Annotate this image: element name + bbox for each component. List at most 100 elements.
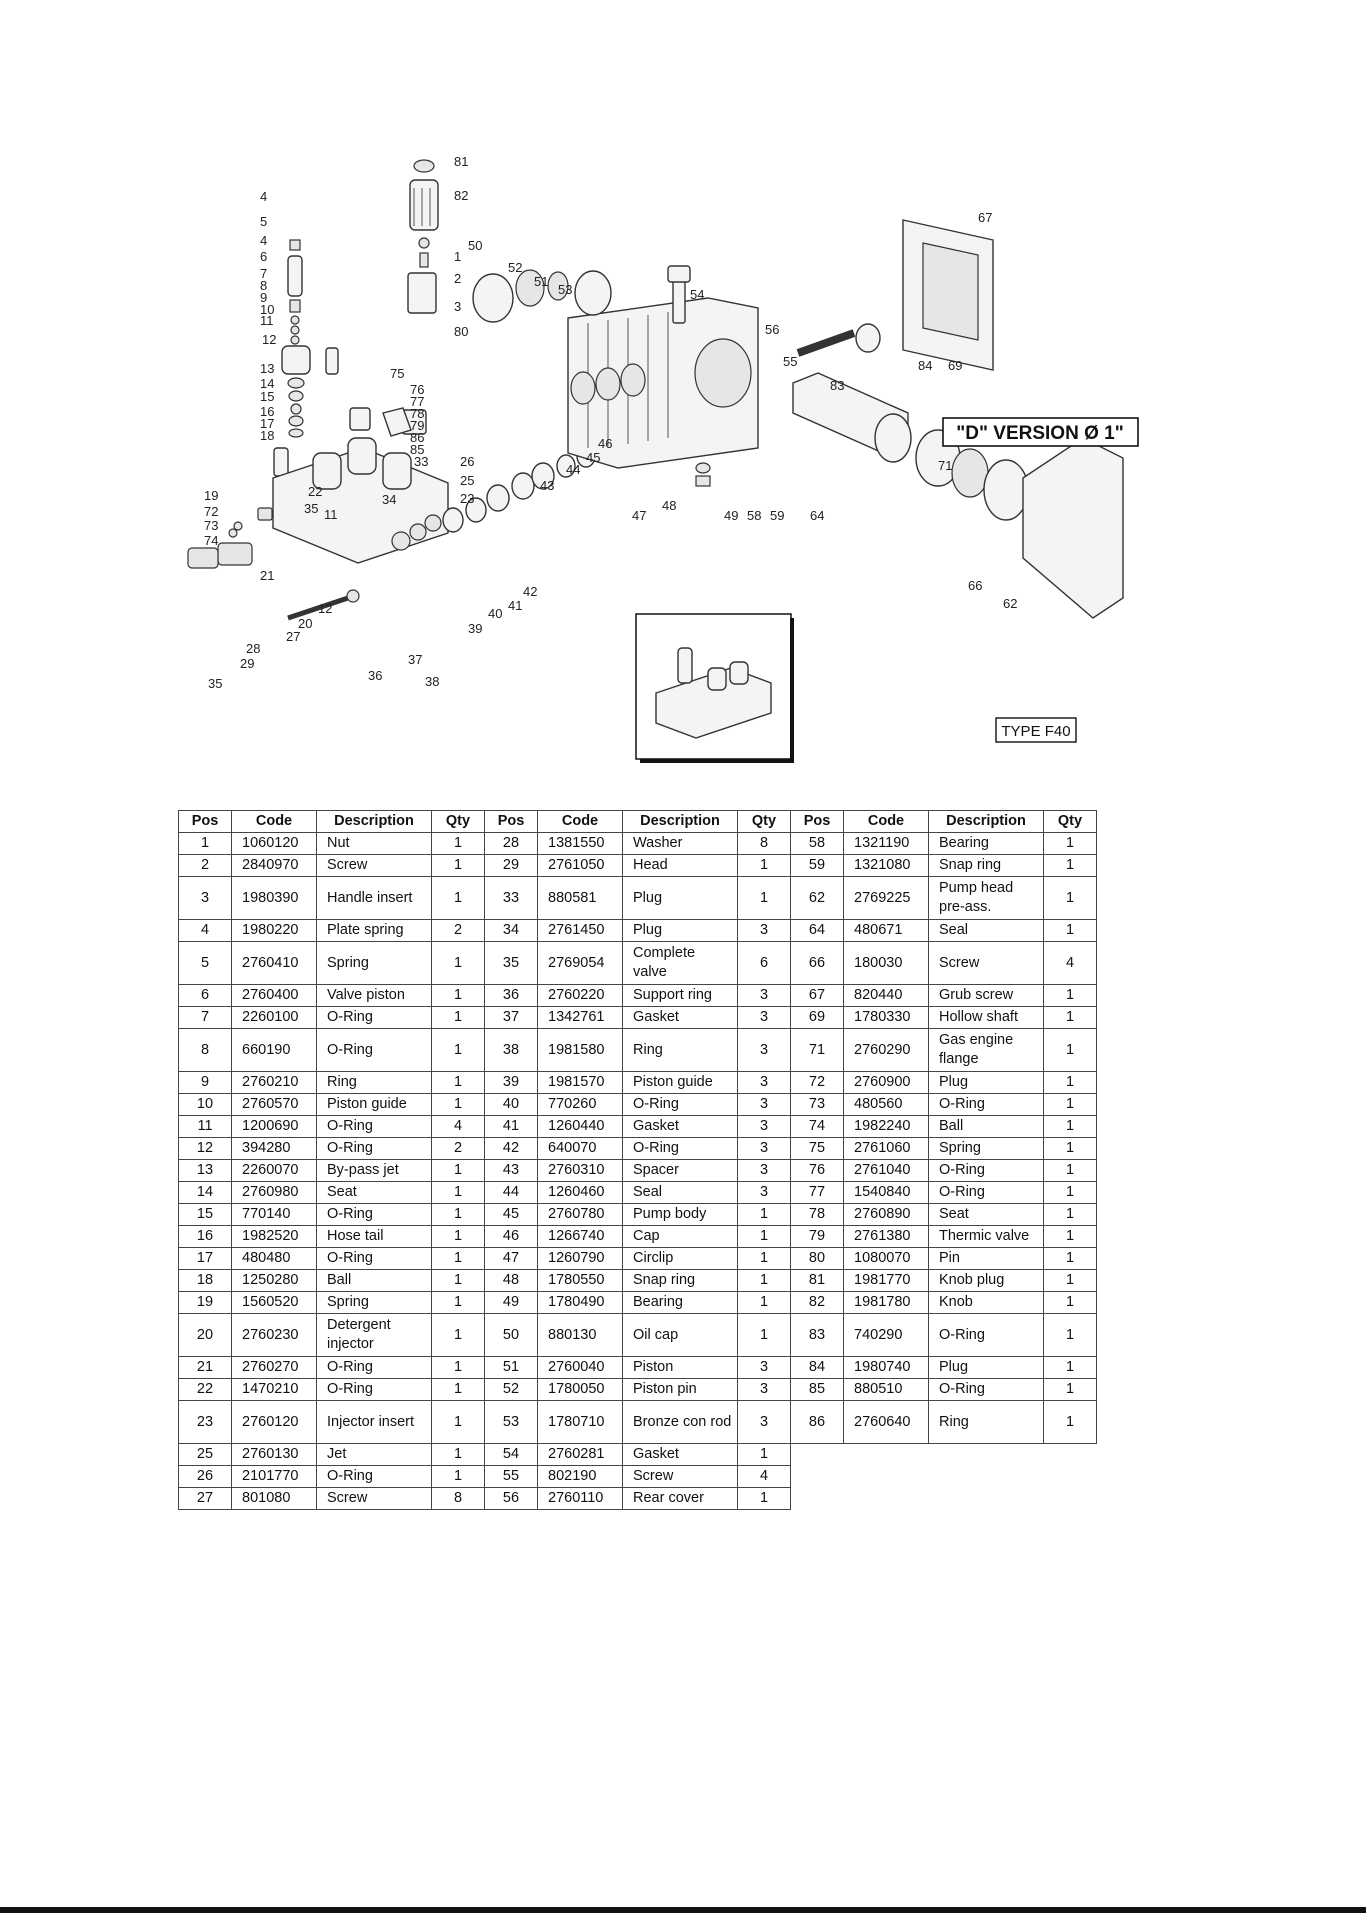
callout-number: 13 (260, 361, 274, 376)
callout-number: 54 (690, 287, 704, 302)
pos-cell: 49 (484, 1291, 538, 1314)
empty-cell (791, 1466, 1097, 1488)
description-cell: O-Ring (622, 1137, 738, 1160)
code-cell: 2761380 (843, 1225, 929, 1248)
callout-number: 62 (1003, 596, 1017, 611)
qty-cell: 1 (431, 1313, 485, 1357)
callout-number: 12 (262, 332, 276, 347)
callout-number: 14 (260, 376, 274, 391)
qty-cell: 1 (737, 1225, 791, 1248)
pos-cell: 72 (790, 1071, 844, 1094)
description-cell: Piston (622, 1356, 738, 1379)
qty-cell: 4 (1043, 941, 1097, 985)
pos-cell: 19 (178, 1291, 232, 1314)
description-cell: Screw (928, 941, 1044, 985)
column-header-code: Code (843, 810, 929, 833)
qty-cell: 1 (1043, 1269, 1097, 1292)
pos-cell: 71 (790, 1028, 844, 1072)
description-cell: Gasket (622, 1006, 738, 1029)
column-header-code: Code (231, 810, 317, 833)
callout-number: 9 (260, 290, 267, 305)
code-cell: 2760220 (537, 984, 623, 1007)
pos-cell: 51 (484, 1356, 538, 1379)
callout-number: 82 (454, 188, 468, 203)
qty-cell: 1 (737, 1487, 791, 1510)
qty-cell: 1 (431, 876, 485, 920)
code-cell: 2760890 (843, 1203, 929, 1226)
callout-number: 5 (260, 214, 267, 229)
qty-cell: 1 (1043, 1137, 1097, 1160)
pos-cell: 3 (178, 876, 232, 920)
pos-cell: 55 (484, 1465, 538, 1488)
code-cell: 394280 (231, 1137, 317, 1160)
description-cell: O-Ring (316, 1006, 432, 1029)
description-cell: Ring (316, 1071, 432, 1094)
callout-number: 38 (425, 674, 439, 689)
qty-cell: 3 (737, 1006, 791, 1029)
pos-cell: 42 (484, 1137, 538, 1160)
pos-cell: 35 (484, 941, 538, 985)
qty-cell: 1 (1043, 1093, 1097, 1116)
pos-cell: 79 (790, 1225, 844, 1248)
code-cell: 2769054 (537, 941, 623, 985)
pos-cell: 11 (178, 1115, 232, 1138)
description-cell: Pump body (622, 1203, 738, 1226)
description-cell: Snap ring (622, 1269, 738, 1292)
pos-cell: 43 (484, 1159, 538, 1182)
code-cell: 1981780 (843, 1291, 929, 1314)
qty-cell: 1 (1043, 854, 1097, 877)
pos-cell: 26 (178, 1465, 232, 1488)
callout-number: 85 (410, 442, 424, 457)
description-cell: Grub screw (928, 984, 1044, 1007)
qty-cell: 1 (737, 1313, 791, 1357)
qty-cell: 1 (737, 1247, 791, 1270)
pos-cell: 39 (484, 1071, 538, 1094)
description-cell: O-Ring (316, 1028, 432, 1072)
description-cell: O-Ring (316, 1247, 432, 1270)
qty-cell: 1 (1043, 876, 1097, 920)
description-cell: Washer (622, 832, 738, 855)
pos-cell: 1 (178, 832, 232, 855)
description-cell: Plug (928, 1071, 1044, 1094)
page-bottom-rule (0, 1907, 1366, 1913)
pos-cell: 54 (484, 1443, 538, 1466)
column-header-qty: Qty (431, 810, 485, 833)
description-cell: O-Ring (316, 1203, 432, 1226)
code-cell: 2760570 (231, 1093, 317, 1116)
description-cell: Spring (928, 1137, 1044, 1160)
qty-cell: 3 (737, 1093, 791, 1116)
callout-number: 46 (598, 436, 612, 451)
qty-cell: 1 (1043, 1378, 1097, 1401)
callout-number: 20 (298, 616, 312, 631)
callout-number: 81 (454, 154, 468, 169)
code-cell: 1980220 (231, 919, 317, 942)
pos-cell: 12 (178, 1137, 232, 1160)
pump-body (567, 265, 759, 487)
code-cell: 2760230 (231, 1313, 317, 1357)
description-cell: Seal (622, 1181, 738, 1204)
pos-cell: 81 (790, 1269, 844, 1292)
pos-cell: 7 (178, 1006, 232, 1029)
code-cell: 2760120 (231, 1400, 317, 1444)
qty-cell: 1 (431, 1443, 485, 1466)
code-cell: 640070 (537, 1137, 623, 1160)
pos-cell: 82 (790, 1291, 844, 1314)
version-label: "D" VERSION Ø 1" (956, 423, 1123, 444)
code-cell: 1780710 (537, 1400, 623, 1444)
description-cell: O-Ring (316, 1378, 432, 1401)
description-cell: O-Ring (316, 1465, 432, 1488)
code-cell: 1260790 (537, 1247, 623, 1270)
pos-cell: 77 (790, 1181, 844, 1204)
callout-number: 39 (468, 621, 482, 636)
description-cell: Injector insert (316, 1400, 432, 1444)
qty-cell: 4 (431, 1115, 485, 1138)
code-cell: 2761040 (843, 1159, 929, 1182)
code-cell: 2760310 (537, 1159, 623, 1182)
qty-cell: 1 (1043, 1400, 1097, 1444)
